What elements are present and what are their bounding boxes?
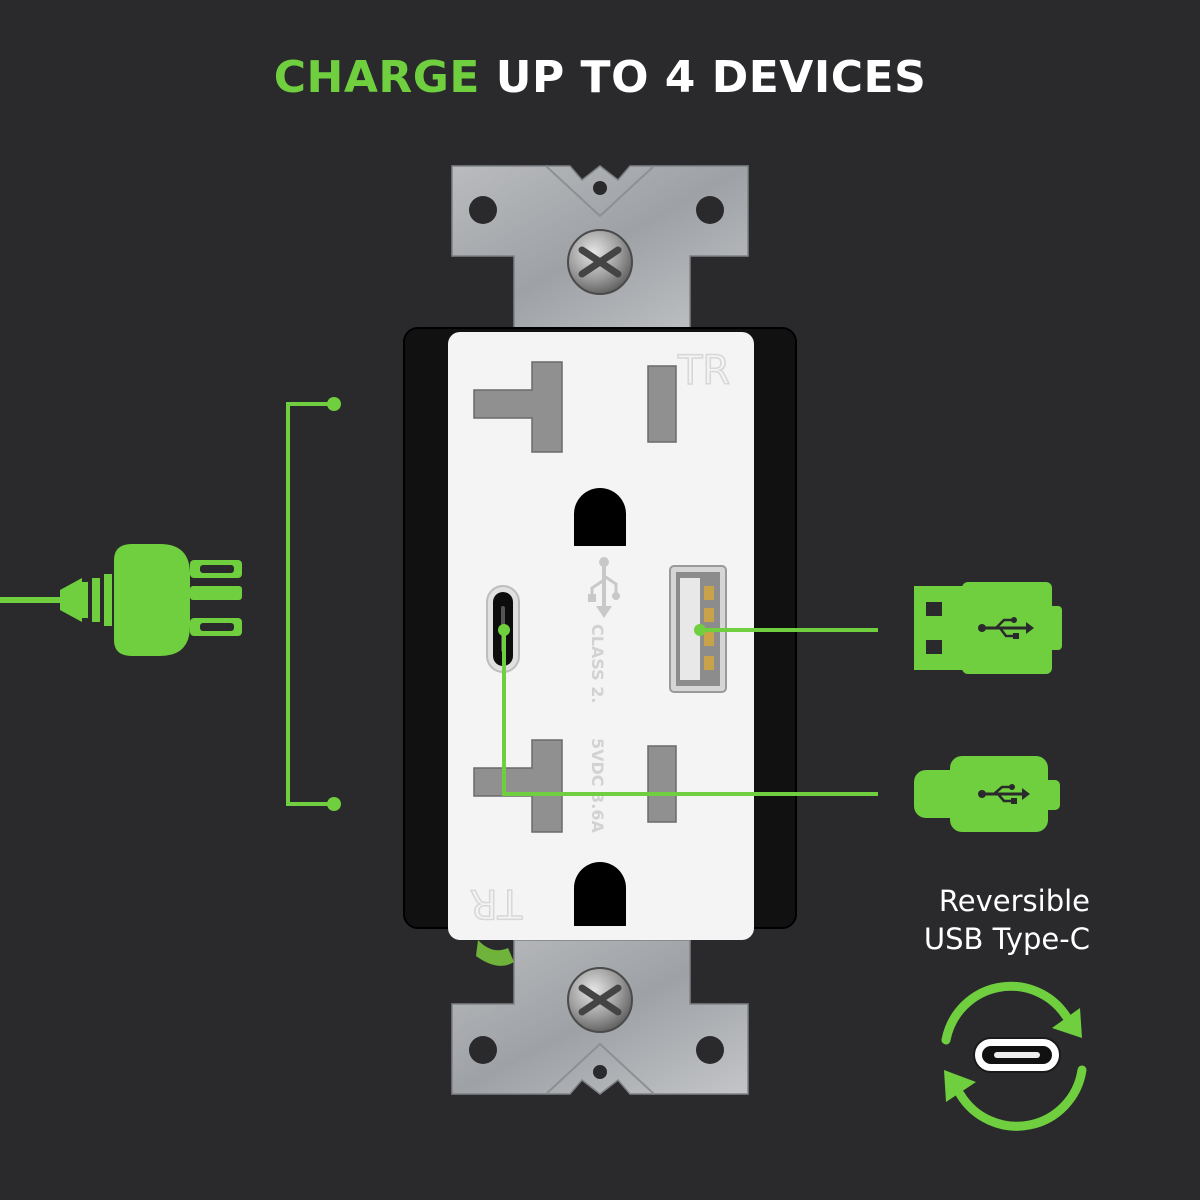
strap-hole — [469, 196, 497, 224]
bottom-screw — [567, 967, 633, 1033]
hot-slot — [647, 745, 677, 823]
strap-hole — [593, 1065, 607, 1079]
callout-dot — [327, 397, 341, 411]
reversible-arrows-icon — [941, 981, 1087, 1131]
strap-hole — [593, 181, 607, 195]
callout-dot — [327, 797, 341, 811]
strap-hole — [469, 1036, 497, 1064]
label-rating: 5VDC 3.6A — [588, 738, 607, 833]
ground-hole — [574, 488, 626, 546]
usb-trident-icon — [588, 557, 620, 618]
usb-a-plug-icon — [914, 582, 1062, 674]
headline-rest: UP TO 4 DEVICES — [495, 52, 927, 103]
neutral-slot-t — [473, 361, 563, 453]
callout-dot — [694, 624, 706, 636]
caption-line-1: Reversible — [938, 884, 1090, 918]
strap-hole — [696, 196, 724, 224]
callout-dot — [498, 624, 510, 636]
ground-wire — [476, 940, 514, 966]
callout-lines — [286, 402, 878, 806]
ground-hole — [574, 862, 626, 926]
strap-hole — [696, 1036, 724, 1064]
ac-plug-icon — [0, 544, 242, 656]
headline: CHARGE UP TO 4 DEVICES — [0, 52, 1200, 103]
tr-mark-bottom: TR — [470, 880, 523, 926]
label-class: CLASS 2. — [588, 624, 607, 703]
bottom-receptacle — [473, 739, 677, 926]
top-screw — [567, 229, 633, 295]
hot-slot — [647, 365, 677, 443]
usb-c-plug-icon — [914, 756, 1060, 832]
top-receptacle — [473, 361, 677, 546]
headline-accent: CHARGE — [273, 52, 480, 103]
reversible-caption: Reversible USB Type-C — [880, 882, 1090, 958]
caption-line-2: USB Type-C — [923, 922, 1090, 956]
tr-mark-top: TR — [677, 348, 730, 394]
